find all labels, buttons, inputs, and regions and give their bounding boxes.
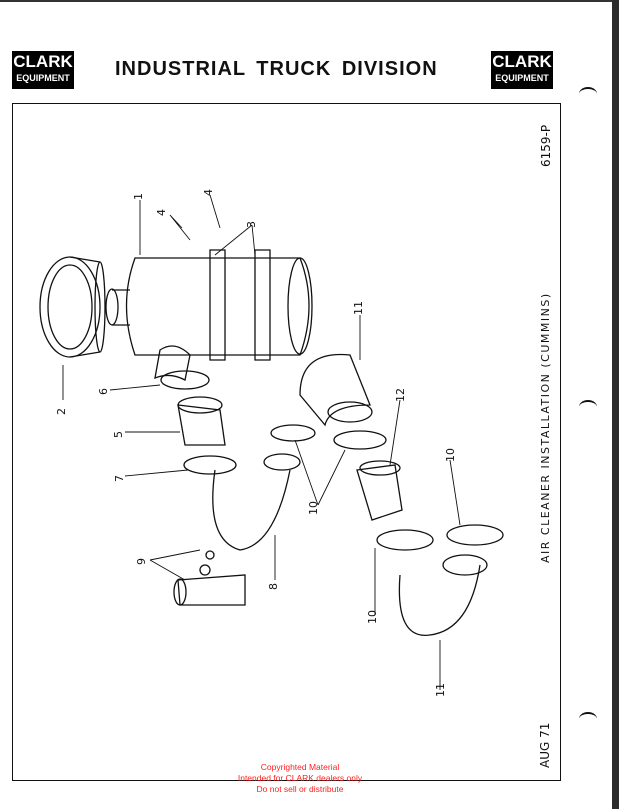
callout-11: 11 — [434, 683, 447, 697]
viewer-top-edge — [0, 0, 619, 2]
watermark-line: Intended for CLARK dealers only — [237, 773, 363, 783]
figure-caption: AIR CLEANER INSTALLATION (CUMMINS) — [539, 292, 552, 563]
hose-assembly-left — [160, 370, 301, 606]
callout-11: 11 — [352, 301, 365, 315]
logo-text: CLARK — [492, 52, 552, 71]
clark-logo-left: CLARK EQUIPMENT — [12, 51, 74, 89]
callout-3: 3 — [245, 221, 258, 228]
diagram-frame — [12, 103, 561, 781]
watermark-line: Copyrighted Material — [260, 762, 340, 772]
callout-9: 9 — [135, 558, 148, 565]
callout-10: 10 — [366, 610, 379, 624]
binder-hole-mark — [579, 87, 597, 101]
callout-2: 2 — [55, 408, 68, 415]
viewer-scrollbar[interactable] — [612, 0, 619, 809]
logo-subtext: EQUIPMENT — [16, 73, 70, 83]
callout-1: 1 — [132, 193, 145, 200]
document-date: AUG 71 — [538, 722, 552, 768]
callout-10: 10 — [444, 448, 457, 462]
leader-lines — [62, 194, 461, 690]
air-cleaner-body — [125, 249, 313, 381]
logo-subtext: EQUIPMENT — [495, 73, 549, 83]
callout-7: 7 — [113, 475, 126, 482]
clark-logo-right: CLARK EQUIPMENT — [491, 51, 553, 89]
callout-5: 5 — [112, 431, 125, 438]
logo-text: CLARK — [13, 52, 73, 71]
callout-4: 4 — [155, 209, 168, 216]
hose-assembly-middle — [270, 353, 504, 636]
air-cleaner-cap — [39, 256, 106, 358]
callout-6: 6 — [97, 388, 110, 395]
page-header-title: INDUSTRIAL TRUCK DIVISION — [115, 58, 438, 80]
binder-hole-mark — [579, 400, 597, 414]
callout-8: 8 — [267, 583, 280, 590]
callout-4: 4 — [202, 189, 215, 196]
binder-hole-mark — [579, 712, 597, 726]
watermark-line: Do not sell or distribute — [256, 784, 344, 794]
callout-10: 10 — [307, 501, 320, 515]
page-number: 6159-P — [539, 124, 553, 167]
callout-12: 12 — [394, 388, 407, 402]
